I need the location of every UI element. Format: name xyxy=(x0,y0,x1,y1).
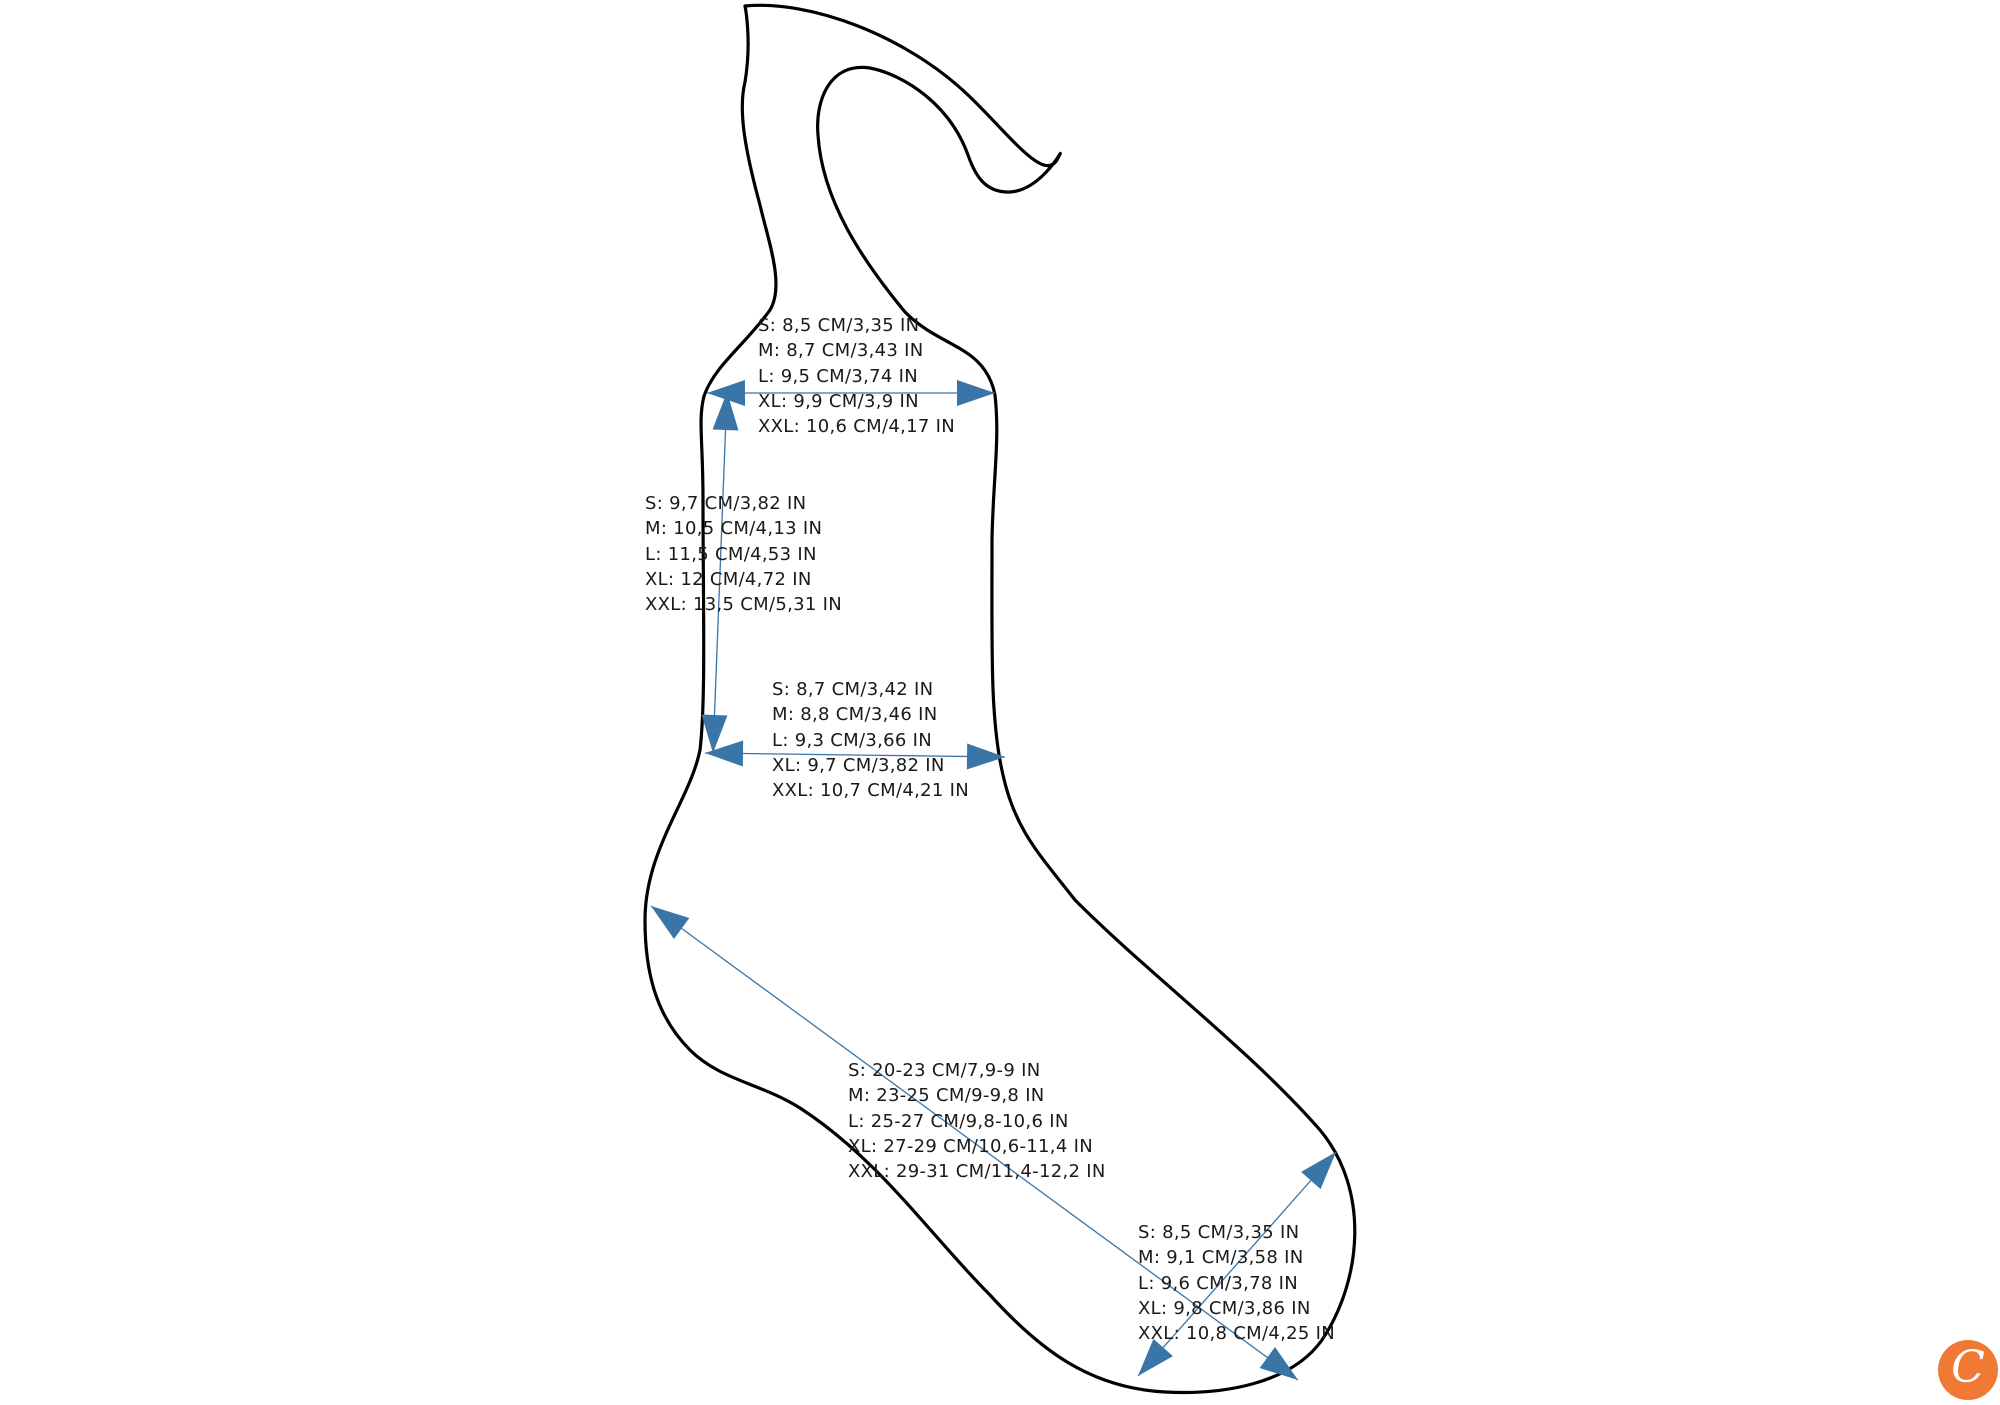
measurement-line: XL: 9,9 CM/3,9 IN xyxy=(758,390,919,412)
measurement-line: XXL: 13,5 CM/5,31 IN xyxy=(645,594,843,616)
crochet-c-icon: C xyxy=(1951,1342,1985,1393)
measurement-line: S: 8,7 CM/3,42 IN xyxy=(772,679,934,700)
measurement-line: XXL: 10,8 CM/4,25 IN xyxy=(1138,1323,1336,1345)
toe-width-arrowhead-end xyxy=(1301,1152,1336,1190)
toe-width-label: S: 8,5 CM/3,35 IN M: 9,1 CM/3,58 IN L: 9,6… xyxy=(1138,1220,1335,1346)
measurement-line: L: 25-27 CM/9,8-10,6 IN xyxy=(848,1110,1069,1132)
measurement-line: XXL: 10,7 CM/4,21 IN xyxy=(772,780,970,802)
leg-length-arrowhead-start xyxy=(712,392,739,431)
measurement-line: S: 9,7 CM/3,82 IN xyxy=(645,493,807,514)
measurement-line: XL: 27-29 CM/10,6-11,4 IN xyxy=(848,1135,1093,1157)
leg-length-label: S: 9,7 CM/3,82 IN M: 10,5 CM/4,13 IN L: 11… xyxy=(645,491,842,617)
toe-width-line xyxy=(1137,1151,1337,1377)
measurement-line: L: 9,3 CM/3,66 IN xyxy=(772,729,932,751)
measurement-line: M: 10,5 CM/4,13 IN xyxy=(645,518,823,540)
ankle-width-arrowhead-start xyxy=(705,740,744,767)
foot-length-arrowhead-end xyxy=(1259,1347,1298,1380)
measurement-line: L: 11,5 CM/4,53 IN xyxy=(645,543,817,565)
top-width-arrowhead-start xyxy=(707,380,745,406)
sock-blocker-outline xyxy=(643,3,1357,1395)
foot-length-arrowhead-start xyxy=(651,906,690,939)
measurement-line: M: 9,1 CM/3,58 IN xyxy=(1138,1247,1304,1269)
ankle-width-arrowhead-end xyxy=(966,743,1005,770)
toe-width-arrowhead-start xyxy=(1138,1338,1173,1376)
measurement-line: M: 23-25 CM/9-9,8 IN xyxy=(848,1085,1045,1107)
measurement-line: S: 8,5 CM/3,35 IN xyxy=(1138,1222,1300,1243)
foot-length-label: S: 20-23 CM/7,9-9 IN M: 23-25 CM/9-9,8 IN… xyxy=(848,1058,1106,1184)
measurement-line: XL: 9,8 CM/3,86 IN xyxy=(1138,1297,1311,1319)
top-width-label: S: 8,5 CM/3,35 IN M: 8,7 CM/3,43 IN L: 9,5… xyxy=(758,313,955,439)
measurement-line: M: 8,7 CM/3,43 IN xyxy=(758,340,924,362)
measurement-line: XL: 9,7 CM/3,82 IN xyxy=(772,754,945,776)
measurement-line: L: 9,5 CM/3,74 IN xyxy=(758,365,918,387)
crochet-logo: C xyxy=(1938,1340,1998,1400)
leg-length-line xyxy=(712,391,728,754)
measurement-line: L: 9,6 CM/3,78 IN xyxy=(1138,1272,1298,1294)
measurement-line: M: 8,8 CM/3,46 IN xyxy=(772,704,938,726)
ankle-width-label: S: 8,7 CM/3,42 IN M: 8,8 CM/3,46 IN L: 9,3… xyxy=(772,677,969,803)
ankle-width-line xyxy=(704,752,1006,758)
top-width-arrowhead-end xyxy=(957,380,995,406)
foot-length-line xyxy=(650,905,1299,1381)
measurement-line: S: 20-23 CM/7,9-9 IN xyxy=(848,1060,1041,1081)
measurement-line: XL: 12 CM/4,72 IN xyxy=(645,568,812,590)
measurement-line: XXL: 29-31 CM/11,4-12,2 IN xyxy=(848,1161,1106,1183)
leg-length-arrowhead-end xyxy=(701,714,728,753)
measurement-line: XXL: 10,6 CM/4,17 IN xyxy=(758,416,956,438)
measurement-line: S: 8,5 CM/3,35 IN xyxy=(758,315,920,336)
